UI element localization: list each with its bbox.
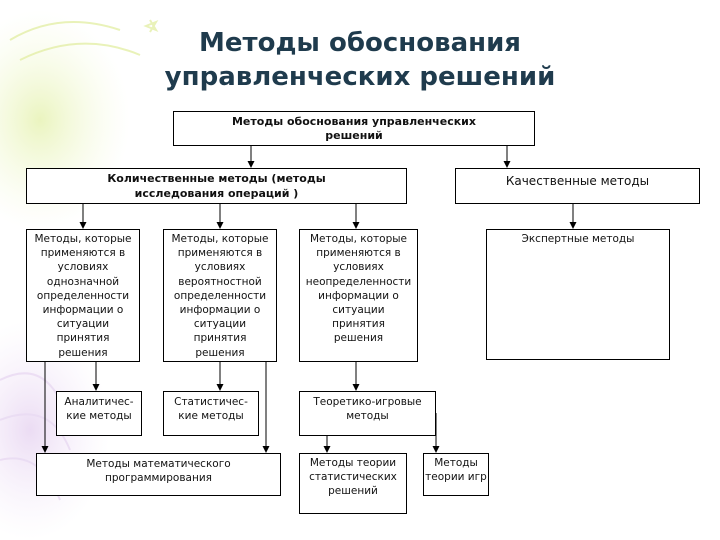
box-probabilistic-methods: Методы, которые применяются в условиях в… <box>163 229 277 362</box>
text-line: решения <box>195 346 245 359</box>
text-line: ситуации <box>193 318 247 331</box>
box-uncertainty-methods: Методы, которые применяются в условиях н… <box>299 229 418 362</box>
text-line: условиях <box>57 261 109 274</box>
text-line: применяются в <box>40 247 126 260</box>
text-line: условиях <box>333 261 384 274</box>
text-line: применяются в <box>316 247 401 260</box>
text-line: Методы, которые <box>309 233 407 245</box>
text-line: Методы теории <box>309 457 397 469</box>
text-line: условиях <box>194 261 246 274</box>
text-line: ситуации <box>332 304 385 317</box>
text-line: исследования операций ) <box>134 187 299 200</box>
box-analytical-methods: Аналитичес- кие методы <box>56 391 142 436</box>
text-line: вероятностной <box>178 275 262 288</box>
text-line: принятия <box>332 318 385 331</box>
box-root-methods: Методы обоснования управленческих решени… <box>173 111 535 146</box>
box-certainty-methods: Методы, которые применяются в условиях о… <box>26 229 140 362</box>
text-line: Статистичес- <box>174 396 248 408</box>
text-line: Методы математического <box>86 458 231 470</box>
text-line: программирования <box>105 472 212 484</box>
text-line: принятия <box>56 332 110 345</box>
text-line: статистических <box>309 471 397 483</box>
text-line: Методы, которые <box>34 233 132 245</box>
text-line: определенности <box>36 289 130 302</box>
text-line: теории игр <box>425 471 487 483</box>
text-line: Количественные методы (методы <box>107 172 326 185</box>
text-line: применяются в <box>177 247 263 260</box>
text-line: Методы, которые <box>171 233 269 245</box>
box-game-theoretic-methods: Теоретико-игровые методы <box>299 391 436 436</box>
title-line-2: управленческих решений <box>164 62 556 92</box>
text-line: Методы <box>434 457 478 469</box>
text-line: кие методы <box>66 410 132 422</box>
box-statistical-decisions: Методы теории статистических решений <box>299 453 407 514</box>
box-statistical-methods: Статистичес- кие методы <box>163 391 259 436</box>
text-line: кие методы <box>178 410 244 422</box>
text-line: неопределенности <box>305 275 412 288</box>
page-title: Методы обоснования управленческих решени… <box>0 26 720 94</box>
text-line: информации о <box>179 304 261 317</box>
text-line: принятия <box>193 332 247 345</box>
text-line: Методы обоснования управленческих <box>231 115 476 128</box>
text-line: решений <box>328 485 378 497</box>
text-line: Теоретико-игровые <box>313 396 422 408</box>
text-line: решения <box>58 346 108 359</box>
text-line: Качественные методы <box>505 174 650 188</box>
box-quantitative-methods: Количественные методы (методы исследован… <box>26 168 407 204</box>
text-line: информации о <box>42 304 124 317</box>
text-line: решений <box>325 129 383 142</box>
box-qualitative-methods: Качественные методы <box>455 168 700 204</box>
text-line: Экспертные методы <box>521 233 635 245</box>
text-line: однозначной <box>46 275 120 288</box>
text-line: информации о <box>318 289 399 302</box>
text-line: Аналитичес- <box>64 396 134 408</box>
text-line: методы <box>346 410 389 422</box>
text-line: определенности <box>173 289 267 302</box>
box-expert-methods: Экспертные методы <box>486 229 670 360</box>
text-line: ситуации <box>56 318 110 331</box>
box-game-theory: Методы теории игр <box>423 453 489 496</box>
box-math-programming: Методы математического программирования <box>36 453 281 496</box>
text-line: решения <box>333 332 384 345</box>
title-line-1: Методы обоснования <box>199 28 521 58</box>
